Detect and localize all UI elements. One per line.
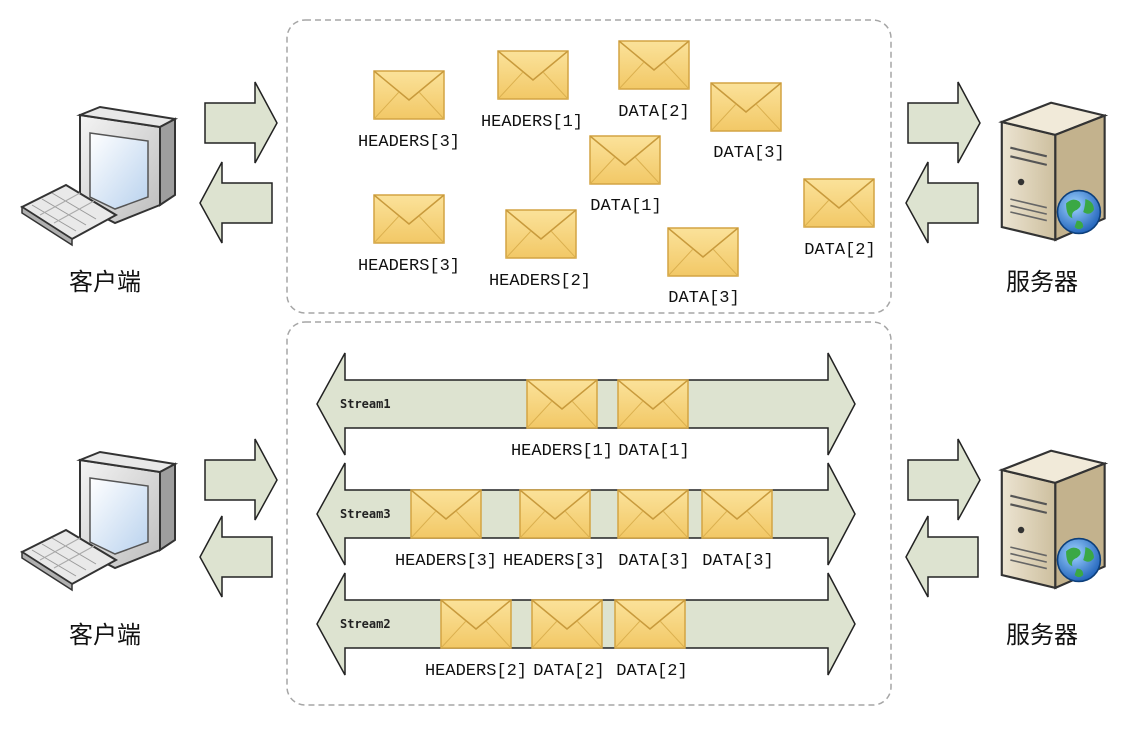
frame-label: DATA[3] xyxy=(668,289,739,308)
frame-label: DATA[2] xyxy=(804,241,875,260)
frame-label: HEADERS[3] xyxy=(358,133,460,152)
bottom-streams-panel xyxy=(286,321,892,706)
left-arrow xyxy=(905,515,979,598)
frame-label: HEADERS[3] xyxy=(358,257,460,276)
computer-icon xyxy=(20,105,177,247)
envelope-icon xyxy=(373,194,445,244)
frame-label: HEADERS[2] xyxy=(489,272,591,291)
stream-name: Stream1 xyxy=(340,397,391,411)
bottom-server-arrows xyxy=(905,438,981,598)
envelope-icon xyxy=(526,379,598,429)
envelope-icon xyxy=(701,489,773,539)
frame-label: DATA[3] xyxy=(702,552,773,571)
envelope-icon xyxy=(497,50,569,100)
top-frame: HEADERS[1] xyxy=(481,50,583,132)
frame-label: DATA[3] xyxy=(618,552,689,571)
stream-row: Stream2 HEADERS[2] DATA[2] DATA[2] xyxy=(316,572,856,681)
stream-row: Stream3 HEADERS[3] HEADERS[3] DATA[3] DA… xyxy=(316,462,856,571)
top-server-arrows xyxy=(905,81,981,244)
right-arrow xyxy=(907,81,981,164)
right-arrow xyxy=(907,438,981,521)
top-frames-panel xyxy=(286,19,892,314)
server-globe-icon xyxy=(1000,101,1106,241)
envelope-icon xyxy=(531,599,603,649)
frame-label: HEADERS[3] xyxy=(395,552,497,571)
top-server-label: 服务器 xyxy=(1006,268,1078,296)
envelope-icon xyxy=(614,599,686,649)
envelope-icon xyxy=(667,227,739,277)
top-frame: DATA[1] xyxy=(589,135,662,216)
bottom-client: 客户端 xyxy=(20,450,177,649)
envelope-icon xyxy=(710,82,782,132)
envelope-icon xyxy=(505,209,577,259)
top-frame: HEADERS[3] xyxy=(358,194,460,276)
top-client: 客户端 xyxy=(20,105,177,296)
top-frame: HEADERS[3] xyxy=(358,70,460,152)
frame-label: DATA[3] xyxy=(713,144,784,163)
server-globe-icon xyxy=(1000,449,1106,589)
right-arrow xyxy=(204,81,278,164)
envelope-icon xyxy=(617,379,689,429)
left-arrow xyxy=(905,161,979,244)
frame-label: HEADERS[3] xyxy=(503,552,605,571)
frame-label: HEADERS[1] xyxy=(481,113,583,132)
top-client-arrows xyxy=(199,81,278,244)
frame-label: HEADERS[2] xyxy=(425,662,527,681)
right-arrow xyxy=(204,438,278,521)
top-frame: DATA[3] xyxy=(667,227,740,308)
bottom-server-label: 服务器 xyxy=(1006,621,1078,649)
bottom-server: 服务器 xyxy=(1000,449,1106,649)
frame-label: DATA[2] xyxy=(618,103,689,122)
computer-icon xyxy=(20,450,177,592)
frame-label: DATA[2] xyxy=(616,662,687,681)
top-frame: DATA[2] xyxy=(803,178,876,260)
stream-name: Stream2 xyxy=(340,617,391,631)
bottom-client-arrows xyxy=(199,438,278,598)
top-frame: DATA[3] xyxy=(710,82,785,163)
top-client-label: 客户端 xyxy=(69,268,141,296)
envelope-icon xyxy=(617,489,689,539)
top-frame: DATA[2] xyxy=(618,40,690,122)
left-arrow xyxy=(199,161,273,244)
envelope-icon xyxy=(440,599,512,649)
frame-label: DATA[2] xyxy=(533,662,604,681)
bottom-client-label: 客户端 xyxy=(69,621,141,649)
stream-row: Stream1 HEADERS[1] DATA[1] xyxy=(316,352,856,461)
frame-label: HEADERS[1] xyxy=(511,442,613,461)
envelope-icon xyxy=(589,135,661,185)
envelope-icon xyxy=(410,489,482,539)
envelope-icon xyxy=(373,70,445,120)
top-server: 服务器 xyxy=(1000,101,1106,296)
left-arrow xyxy=(199,515,273,598)
top-frame: HEADERS[2] xyxy=(489,209,591,291)
frame-label: DATA[1] xyxy=(618,442,689,461)
stream-name: Stream3 xyxy=(340,507,391,521)
envelope-icon xyxy=(618,40,690,90)
envelope-icon xyxy=(519,489,591,539)
envelope-icon xyxy=(803,178,875,228)
frame-label: DATA[1] xyxy=(590,197,661,216)
